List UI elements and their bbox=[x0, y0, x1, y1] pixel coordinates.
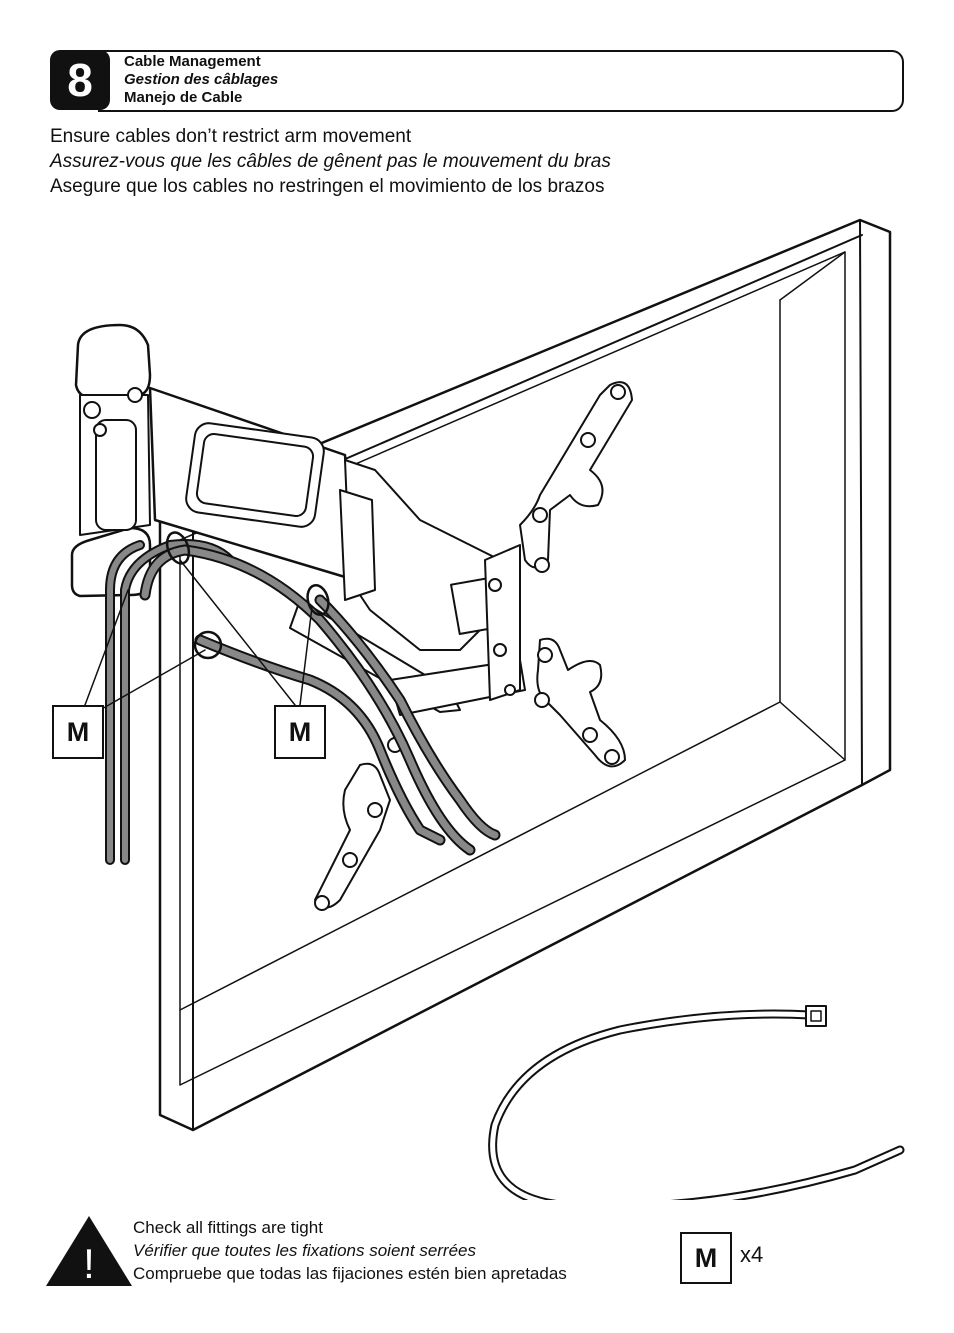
cable-ties-installed bbox=[165, 531, 330, 660]
vesa-brackets bbox=[314, 381, 633, 911]
step-header-frame bbox=[98, 50, 904, 112]
step-title-en: Cable Management bbox=[124, 53, 261, 70]
instruction-es: Asegure que los cables no restringen el … bbox=[50, 176, 605, 197]
part-label-m: M bbox=[680, 1232, 732, 1284]
cables bbox=[105, 539, 501, 865]
instruction-en: Ensure cables don’t restrict arm movemen… bbox=[50, 126, 412, 147]
warning-en: Check all fittings are tight bbox=[133, 1218, 323, 1237]
step-number: 8 bbox=[50, 50, 110, 110]
step-title-es: Manejo de Cable bbox=[124, 89, 243, 106]
instructions: Ensure cables don’t restrict arm movemen… bbox=[50, 124, 611, 199]
callout-m-left: M bbox=[52, 705, 104, 759]
callout-leaders bbox=[84, 559, 313, 711]
warning-fr: Vérifier que toutes les fixations soient… bbox=[133, 1241, 477, 1260]
warning-es: Compruebe que todas las fijaciones estén… bbox=[133, 1264, 567, 1283]
tv-frame bbox=[158, 218, 892, 1132]
step-title-fr: Gestion des câblages bbox=[124, 71, 279, 88]
step-titles: Cable Management Gestion des câblages Ma… bbox=[124, 53, 278, 107]
warning-triangle-icon: ! bbox=[46, 1216, 132, 1287]
callout-m-center: M bbox=[274, 705, 326, 759]
warning-glyph: ! bbox=[83, 1240, 95, 1287]
cable-management-illustration bbox=[70, 218, 905, 1200]
warning-text: Check all fittings are tight Vérifier qu… bbox=[133, 1216, 567, 1285]
part-quantity: x4 bbox=[740, 1242, 764, 1267]
step-header: 8 Cable Management Gestion des câblages … bbox=[50, 50, 904, 112]
loose-cable-tie bbox=[488, 1005, 905, 1200]
instruction-fr: Assurez-vous que les câbles de gênent pa… bbox=[50, 151, 611, 172]
wall-bracket bbox=[70, 323, 152, 598]
